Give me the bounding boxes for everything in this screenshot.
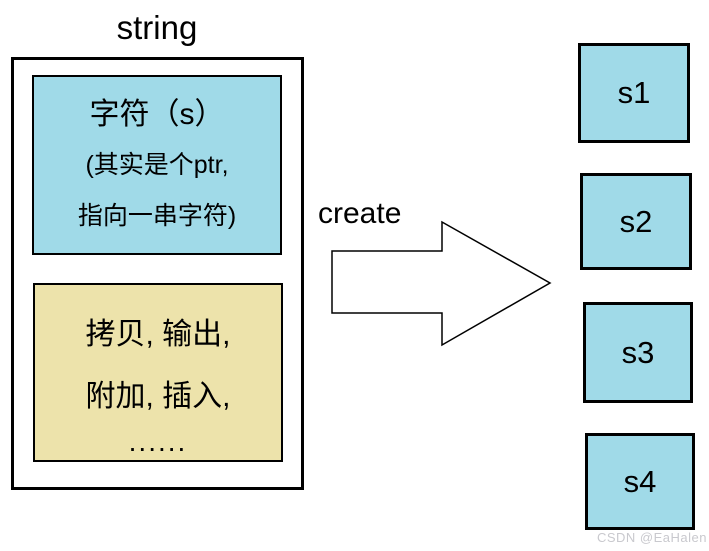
instance-label-s3: s3 bbox=[621, 334, 655, 370]
create-arrow-icon bbox=[331, 220, 552, 347]
methods-ellipsis: ...... bbox=[128, 425, 188, 457]
instance-box-s4: s4 bbox=[585, 433, 695, 530]
member-box: 字符（s） (其实是个ptr, 指向一串字符) bbox=[32, 75, 282, 255]
create-label: create bbox=[318, 197, 402, 230]
methods-line2: 附加, 插入, bbox=[85, 379, 231, 413]
member-name: 字符（s） bbox=[89, 97, 225, 131]
watermark: CSDN @EaHalen bbox=[596, 530, 707, 545]
instance-label-s1: s1 bbox=[617, 75, 651, 110]
instance-box-s2: s2 bbox=[580, 173, 692, 270]
methods-box: 拷贝, 输出, 附加, 插入, ...... bbox=[33, 283, 283, 462]
methods-line1: 拷贝, 输出, bbox=[85, 317, 231, 351]
instance-label-s4: s4 bbox=[623, 463, 657, 499]
member-note-line1: (其实是个ptr, bbox=[85, 150, 229, 179]
diagram-title: string bbox=[116, 9, 198, 46]
member-note-line2: 指向一串字符) bbox=[77, 201, 237, 230]
instance-box-s3: s3 bbox=[583, 302, 693, 403]
instance-box-s1: s1 bbox=[578, 43, 690, 143]
instance-label-s2: s2 bbox=[619, 203, 653, 239]
